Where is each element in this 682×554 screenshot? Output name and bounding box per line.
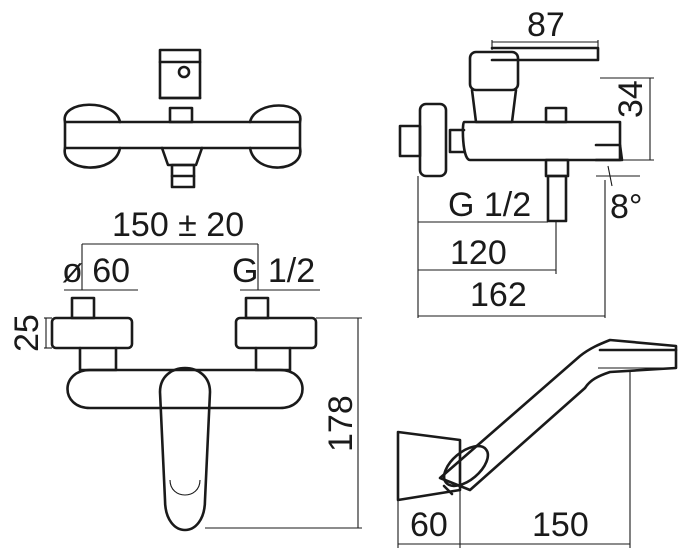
wall-holder <box>396 430 462 502</box>
front-pipe-left <box>70 296 96 320</box>
dim-rosette-diameter: ø 60 <box>62 252 130 290</box>
front-view <box>44 243 362 532</box>
side-lever <box>468 50 520 92</box>
dim-spout-reach: 120 <box>450 234 507 272</box>
top-spout <box>160 146 204 167</box>
side-spout-tip <box>594 143 624 162</box>
top-rosette-right <box>248 104 302 124</box>
dim-total-height: 178 <box>322 395 360 452</box>
dim-top-width: 87 <box>527 6 565 44</box>
side-wall-pipe <box>398 124 422 158</box>
dim-inlet-thread-side: G 1/2 <box>448 186 531 224</box>
side-lever-top <box>490 46 600 62</box>
front-lever-detail <box>169 479 201 496</box>
side-shower-outlet <box>544 158 570 178</box>
top-view <box>63 48 302 189</box>
front-nut-left <box>78 346 118 372</box>
holder-ring <box>442 444 490 488</box>
front-rosette-right <box>234 316 318 350</box>
top-diverter <box>168 106 194 124</box>
front-nut-right <box>254 346 292 372</box>
side-rosette <box>418 102 448 178</box>
dim-shower-length: 150 <box>532 506 589 544</box>
front-body <box>66 368 304 410</box>
shower-handle <box>438 338 678 492</box>
top-rosette-right-bottom <box>248 146 302 169</box>
top-rosette-left-bottom <box>63 146 122 169</box>
dim-top-height: 34 <box>612 80 650 118</box>
top-body <box>63 120 302 150</box>
side-view <box>398 40 654 318</box>
side-diverter-knob <box>544 106 568 124</box>
front-rosette-left <box>50 316 134 350</box>
front-lever <box>158 366 212 532</box>
shower-hose-connector <box>442 484 454 496</box>
dim-center-distance: 150 ± 20 <box>112 206 244 244</box>
dim-total-depth: 162 <box>470 276 527 314</box>
front-pipe-right <box>244 296 270 320</box>
dim-inlet-thread-front: G 1/2 <box>232 252 315 290</box>
dim-spout-angle: 8° <box>610 188 643 226</box>
hand-shower-view <box>396 338 678 548</box>
angle-line <box>607 165 613 187</box>
side-outlet-thread <box>546 174 568 223</box>
side-cartridge <box>470 88 518 124</box>
top-lever-hole <box>177 65 191 79</box>
side-nut <box>448 128 466 154</box>
dim-rosette-depth: 25 <box>8 314 46 352</box>
top-rosette-left <box>63 103 122 124</box>
side-body <box>461 120 622 162</box>
dim-holder-depth: 60 <box>410 506 448 544</box>
